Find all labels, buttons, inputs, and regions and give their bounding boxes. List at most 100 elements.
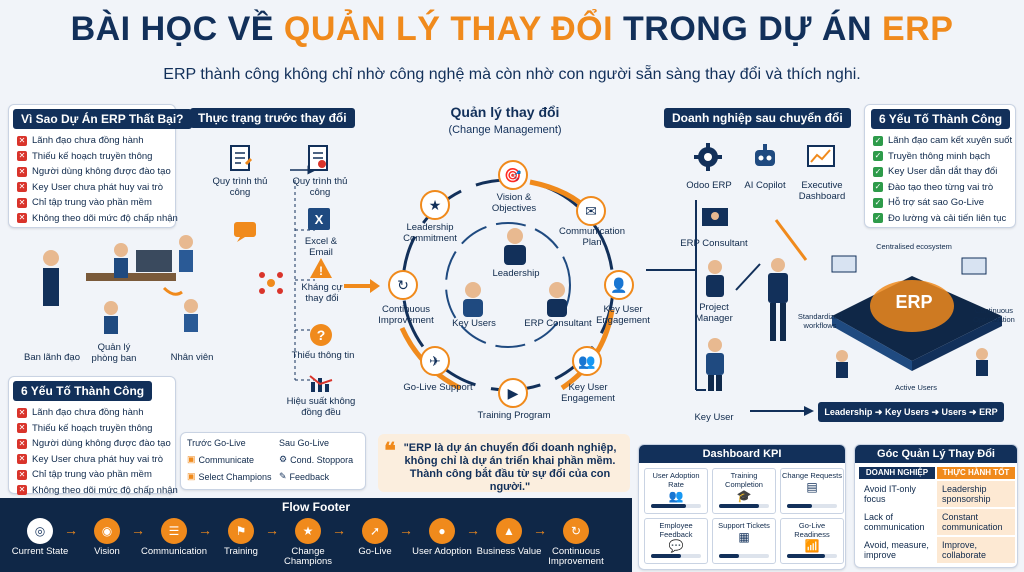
kpi-label: Support Tickets [718, 521, 770, 530]
dashboard-icon [807, 145, 835, 167]
cross-icon: ✕ [17, 151, 27, 162]
list-item: ✓Đo lường và cải tiến liên tục [873, 212, 1007, 224]
why-fail-header: Vì Sao Dự Án ERP Thất Bại? [13, 109, 192, 129]
kpi-bar-fill [787, 554, 825, 558]
footer-title: Flow Footer [282, 500, 350, 514]
kpi-bar [787, 504, 837, 508]
manual-process-label: Quy trình thủ công [212, 176, 268, 198]
list-item: ✕Không theo dõi mức độ chấp nhận [17, 484, 178, 496]
cross-icon: ✕ [17, 438, 27, 449]
list-item: ✓Truyền thông minh bạch [873, 150, 991, 162]
kpi-bar-fill [651, 554, 681, 558]
adoption-flow-bar: Leadership ➜ Key Users ➜ Users ➜ ERP [818, 402, 1004, 422]
list-item: ✕Key User chưa phát huy vai trò [17, 453, 163, 465]
kpi-bar-fill [651, 504, 686, 508]
after-connector-arrows [646, 200, 808, 391]
eco-label: Continuous Optimization [973, 306, 1015, 324]
table-cell: Constant communication [937, 509, 1015, 535]
office-illustration [43, 235, 198, 334]
doc-icon: ▤ [806, 480, 818, 494]
footer-step-label: Vision [94, 546, 120, 557]
after-header: Doanh nghiệp sau chuyển đổi [664, 108, 851, 128]
role-label: Project Manager [695, 302, 733, 324]
table-cell: Improve, collaborate [937, 537, 1015, 563]
ticket-icon: ▦ [738, 530, 750, 544]
center-label: ERP Consultant [524, 318, 592, 329]
perspective-panel: Góc Quản Lý Thay Đổi DOANH NGHIỆP THỰC H… [854, 444, 1018, 568]
engagement-node-icon: 👥 [572, 346, 602, 376]
cycle-node-label: Key User Engagement [596, 304, 650, 326]
svg-text:?: ? [317, 327, 326, 343]
document-icon [230, 145, 253, 171]
cycle-node-label: Vision & Objectives [491, 192, 537, 214]
footer-step-label: Business Value [476, 546, 542, 557]
key-user-person [706, 338, 724, 391]
kpi-label: Go-Live Readiness [794, 521, 830, 539]
keyuser-node-icon: 👤 [604, 270, 634, 300]
cross-icon: ✕ [17, 166, 27, 177]
center-label: Key Users [452, 318, 496, 329]
kpi-label: Change Requests [781, 471, 843, 480]
arrow-right-icon [344, 279, 380, 293]
svg-text:X: X [315, 212, 324, 227]
list-item: ✕Không theo dõi mức độ chấp nhận [17, 212, 178, 224]
chat-icon [234, 222, 256, 242]
cross-icon: ✕ [17, 213, 27, 224]
arrow-right-icon [750, 406, 814, 416]
footer-step-label: Communication [141, 546, 207, 557]
list-item: ✕Lãnh đạo chưa đồng hành [17, 407, 144, 418]
cross-icon: ✕ [17, 407, 27, 418]
question-icon: ? [310, 324, 332, 346]
users-icon: 👥 [668, 489, 684, 503]
uneven-performance-label: Hiệu suất không đồng đều [286, 396, 356, 418]
eye-icon: ◉ [94, 518, 120, 544]
project-manager-person [706, 260, 724, 297]
svg-text:!: ! [319, 264, 323, 278]
communication-node-icon: ✉ [576, 196, 606, 226]
footer-step: ➚Go-Live [341, 518, 409, 557]
leadership-person [504, 228, 526, 265]
megaphone-icon: ▣ [187, 454, 196, 464]
kpi-label: User Adoption Rate [652, 471, 700, 489]
chart-down-icon [309, 375, 333, 392]
list-item: ✕Người dùng không được đào tạo [17, 166, 171, 177]
list-item: ✕Key User chưa phát huy vai trò [17, 181, 163, 193]
check-icon: ✓ [873, 182, 883, 193]
list-item: ✕Chỉ tập trung vào phần mềm [17, 197, 152, 208]
check-icon: ✓ [873, 166, 883, 177]
change-mgmt-title: Quản lý thay đổi [450, 104, 560, 120]
list-item: ✕Chỉ tập trung vào phần mềm [17, 469, 152, 480]
cycle-node-label: Continuous Improvement [378, 304, 434, 326]
list-item: ✓Đào tạo theo từng vai trò [873, 181, 994, 193]
table-cell: Leadership sponsorship [937, 481, 1015, 507]
chat-icon: 💬 [668, 539, 684, 553]
document-icon [308, 145, 328, 171]
table-cell: Lack of communication [864, 512, 925, 532]
quote-text: "ERP là dự án chuyển đổi doanh nghiệp, k… [403, 442, 617, 493]
current-state-header: Thực trạng trước thay đổi [190, 108, 355, 128]
golive-node-icon: ✈ [420, 346, 450, 376]
cross-icon: ✕ [17, 423, 27, 434]
kpi-label: Employee Feedback [659, 521, 693, 539]
cross-icon: ✕ [17, 135, 27, 146]
kpi-bar-fill [719, 554, 739, 558]
golive-panel: Trước Go-Live Sau Go-Live ▣Communicate ▣… [180, 432, 366, 490]
kpi-card: Go-Live Readiness📶 [780, 518, 844, 564]
cycle-node-label: Key User Engagement [561, 382, 615, 404]
consultant-person [547, 282, 567, 317]
kpi-bar [651, 554, 701, 558]
people-label: Nhân viên [170, 352, 214, 363]
arrow-right-icon: → [198, 522, 212, 538]
kpi-bar [719, 504, 769, 508]
role-label: Key User [694, 412, 734, 423]
cross-icon: ✕ [17, 485, 27, 496]
footer-step: ⚑Training [207, 518, 275, 557]
list-item: ✓Key User dẫn dắt thay đổi [873, 166, 998, 177]
cycle-node-label: Go-Live Support [403, 382, 473, 393]
arrow-right-icon: → [533, 522, 547, 538]
value-icon: ▲ [496, 518, 522, 544]
kpi-bar [719, 554, 769, 558]
cycle-node-label: Communication Plan [559, 226, 625, 248]
arrow-right-icon: → [64, 522, 78, 538]
missing-info-label: Thiếu thông tin [291, 350, 355, 361]
